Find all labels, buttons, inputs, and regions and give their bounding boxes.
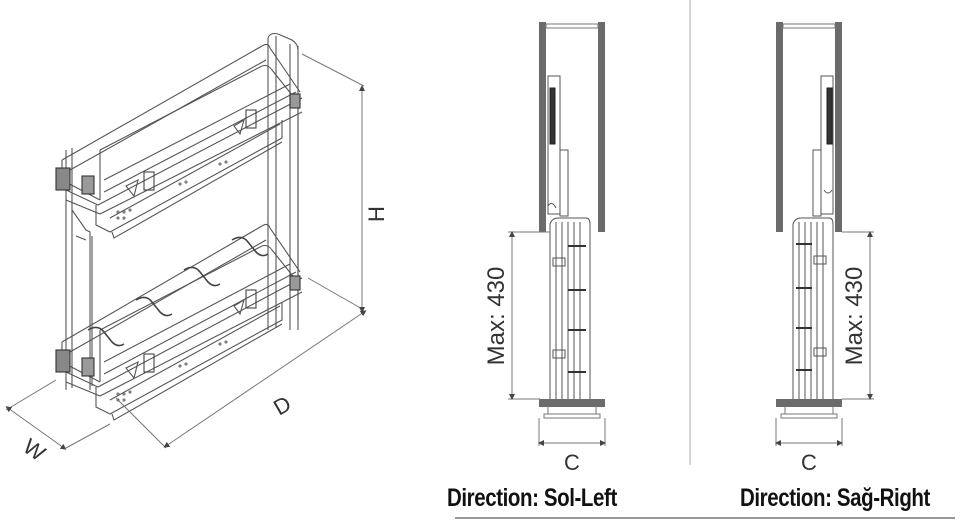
max-label-right: Max: 430 [841, 267, 868, 366]
height-label: H [364, 206, 389, 222]
cabinet-left-wall [539, 22, 546, 232]
caption-right-direction: Direction: Sağ-Right [740, 484, 930, 512]
c-label-left: C [564, 450, 580, 475]
cabinet-right-wall [598, 22, 605, 232]
caption-left-direction: Direction: Sol-Left [447, 484, 617, 512]
cabinet-top [782, 23, 836, 29]
caption-underline [455, 517, 955, 519]
lower-basket [55, 223, 303, 421]
max-label-left: Max: 430 [483, 267, 510, 366]
isometric-dimensions [5, 53, 367, 450]
rail-holes [116, 340, 228, 402]
rail-holes [116, 160, 228, 220]
cabinet-right-wall [835, 22, 842, 232]
cabinet-top [545, 23, 599, 29]
isometric-pullout-basket [55, 32, 303, 421]
cabinet-left-wall [776, 22, 783, 232]
left-side-view [508, 22, 606, 446]
width-label: W [19, 434, 51, 467]
c-label-right: C [801, 450, 817, 475]
right-side-view [775, 22, 874, 446]
depth-label: D [269, 391, 295, 421]
upper-basket [55, 43, 303, 239]
